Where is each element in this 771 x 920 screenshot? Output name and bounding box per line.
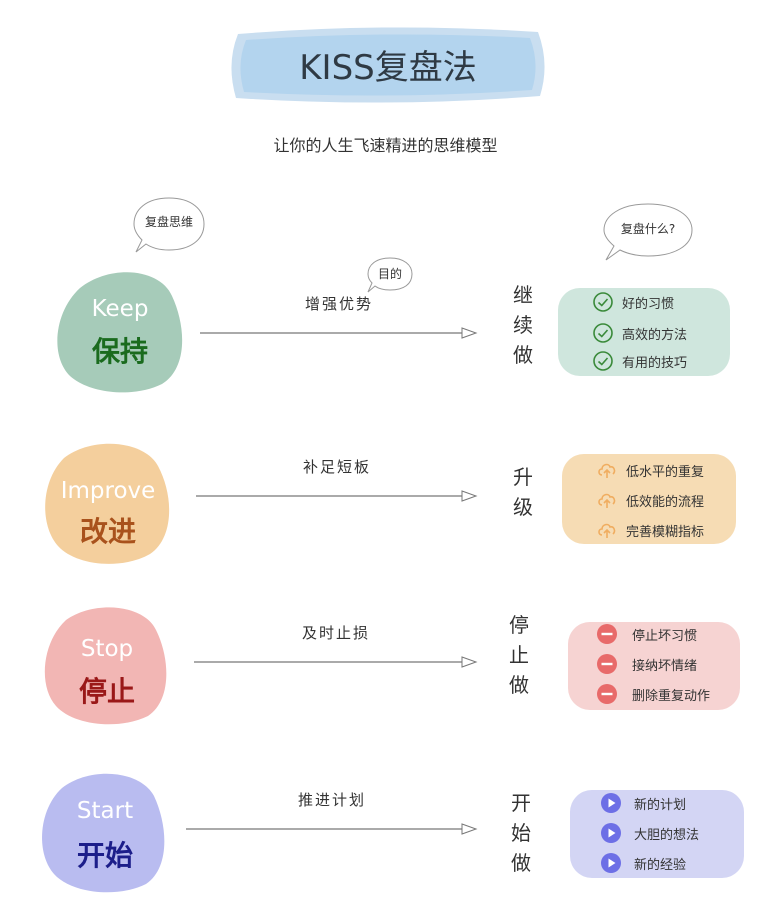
list-item-label: 有用的技巧 [622,356,688,371]
bubble-review-thinking-shape [133,197,205,253]
bubble-review-thinking-text: 复盘思维 [144,214,193,229]
improve-arrow-line [196,490,478,502]
improve-arrow: 补足短板 [196,458,478,506]
stop-verb-char: 停 [509,613,529,637]
stop-blob: Stop 停止 [40,604,174,734]
keep-arrow-label: 增强优势 [304,295,373,313]
improve-blob-shape [45,443,170,564]
list-item-label: 低效能的流程 [626,495,705,510]
keep-blob-shape [57,272,183,393]
start-verb-char: 始 [511,821,531,845]
stop-verb-char: 做 [509,673,529,697]
list-item-label: 高效的方法 [622,328,688,343]
play-circle-icon [601,823,621,843]
stop-blob-shape [44,607,167,725]
stop-arrow: 及时止损 [194,624,478,672]
keep-arrow: 增强优势 [200,295,478,343]
keep-verb-char: 做 [513,343,533,367]
improve-english-label: Improve [60,478,156,504]
improve-arrow-label: 补足短板 [302,458,371,476]
stop-verb-char: 止 [509,643,529,667]
improve-blob: Improve 改进 [40,440,176,570]
start-blob-shape [42,773,165,893]
list-item-label: 停止坏习惯 [632,629,698,644]
minus-circle-icon [597,684,617,704]
improve-verb-char: 级 [513,495,533,519]
start-chinese-label: 开始 [76,839,133,872]
list-item-label: 新的经验 [634,858,687,873]
minus-circle-icon [597,654,617,674]
stop-arrow-label: 及时止损 [301,624,370,642]
list-item-label: 完善模糊指标 [626,525,705,540]
start-arrow-label: 推进计划 [297,791,366,809]
start-arrow-line [186,823,478,835]
list-item-label: 接纳坏情绪 [632,659,698,674]
bubble-review-thinking: 复盘思维 [132,196,206,253]
page-subtitle: 让你的人生飞速精进的思维模型 [273,136,498,155]
stop-english-label: Stop [80,636,134,662]
improve-verb-char: 升 [513,465,533,489]
cloud-upload-icon [598,463,616,478]
check-circle-icon [593,323,613,343]
start-english-label: Start [76,798,134,824]
cloud-upload-icon [598,493,616,508]
start-card: 新的计划 大胆的想法 新的经验 [570,790,744,878]
page-title: KISS复盘法 [299,47,477,88]
start-arrow: 推进计划 [186,791,478,839]
bubble-purpose-text: 目的 [377,266,402,281]
stop-arrow-line [194,656,478,668]
check-circle-icon [593,292,613,312]
cloud-upload-icon [598,523,616,538]
start-verb-char: 开 [511,791,531,815]
improve-verb: 升 级 [508,462,538,522]
title-banner-shape [231,27,545,103]
keep-blob: Keep 保持 [50,268,190,398]
title-banner: KISS复盘法 [228,24,548,104]
list-item-label: 低水平的重复 [626,465,705,480]
keep-verb-char: 继 [513,283,533,307]
bubble-purpose-shape [367,257,413,293]
start-blob: Start 开始 [38,770,172,900]
bubble-purpose: 目的 [366,256,414,294]
list-item-label: 新的计划 [634,798,687,813]
stop-verb: 停 止 做 [504,610,534,700]
stop-chinese-label: 停止 [78,675,135,708]
check-circle-icon [593,351,613,371]
play-circle-icon [601,793,621,813]
list-item-label: 大胆的想法 [634,828,700,843]
keep-chinese-label: 保持 [91,335,148,368]
start-verb: 开 始 做 [506,788,536,878]
list-item-label: 好的习惯 [622,297,675,312]
improve-chinese-label: 改进 [79,515,136,548]
bubble-what-to-review-text: 复盘什么? [620,221,676,236]
bubble-what-to-review: 复盘什么? [602,202,694,261]
stop-card: 停止坏习惯 接纳坏情绪 删除重复动作 [568,622,740,710]
bubble-what-to-review-shape [603,203,693,261]
play-circle-icon [601,853,621,873]
minus-circle-icon [597,624,617,644]
improve-card: 低水平的重复 低效能的流程 完善模糊指标 [562,454,736,544]
keep-card: 好的习惯 高效的方法 有用的技巧 [558,288,730,376]
keep-arrow-line [200,327,478,339]
start-verb-char: 做 [511,851,531,875]
keep-english-label: Keep [91,296,149,322]
keep-verb-char: 续 [513,313,533,337]
list-item-label: 删除重复动作 [632,689,711,704]
keep-verb: 继 续 做 [508,280,538,370]
